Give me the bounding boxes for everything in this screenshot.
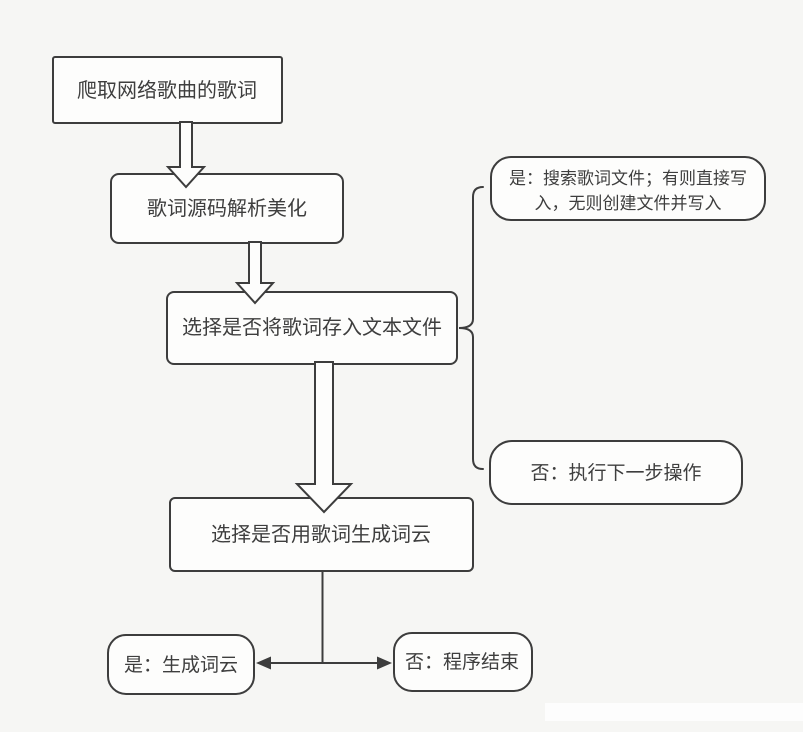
node-save-choice [166, 291, 458, 365]
node-save-yes-label-line1: 是：搜索歌词文件；有则直接写 [509, 169, 747, 188]
node-wordcloud-choice-label: 选择是否用歌词生成词云 [211, 523, 431, 546]
node-parse-beautify [110, 173, 344, 244]
node-save-yes-label-line2: 入，无则创建文件并写入 [535, 194, 722, 213]
node-save-choice-label: 选择是否将歌词存入文本文件 [182, 316, 442, 339]
block-arrow-crawl-to-parse [165, 121, 207, 189]
node-crawl-lyrics-label: 爬取网络歌曲的歌词 [77, 79, 257, 102]
watermark-strip [545, 703, 803, 721]
block-arrow-save-to-wordcloud-choice [294, 361, 354, 514]
node-wordcloud-yes-label: 是：生成词云 [124, 654, 238, 676]
node-wordcloud-yes [107, 634, 255, 695]
arrowhead-right-icon [377, 656, 392, 670]
curly-brace-connector [458, 186, 484, 470]
node-crawl-lyrics [52, 56, 283, 124]
node-save-yes [490, 156, 766, 221]
node-save-no [489, 440, 743, 505]
node-program-end-label: 否：程序结束 [405, 651, 519, 673]
block-arrow-parse-to-save-choice [234, 241, 276, 305]
node-program-end [393, 632, 533, 692]
node-parse-beautify-label: 歌词源码解析美化 [147, 197, 307, 220]
node-save-no-label: 否：执行下一步操作 [530, 462, 701, 484]
arrowhead-left-icon [256, 656, 271, 670]
